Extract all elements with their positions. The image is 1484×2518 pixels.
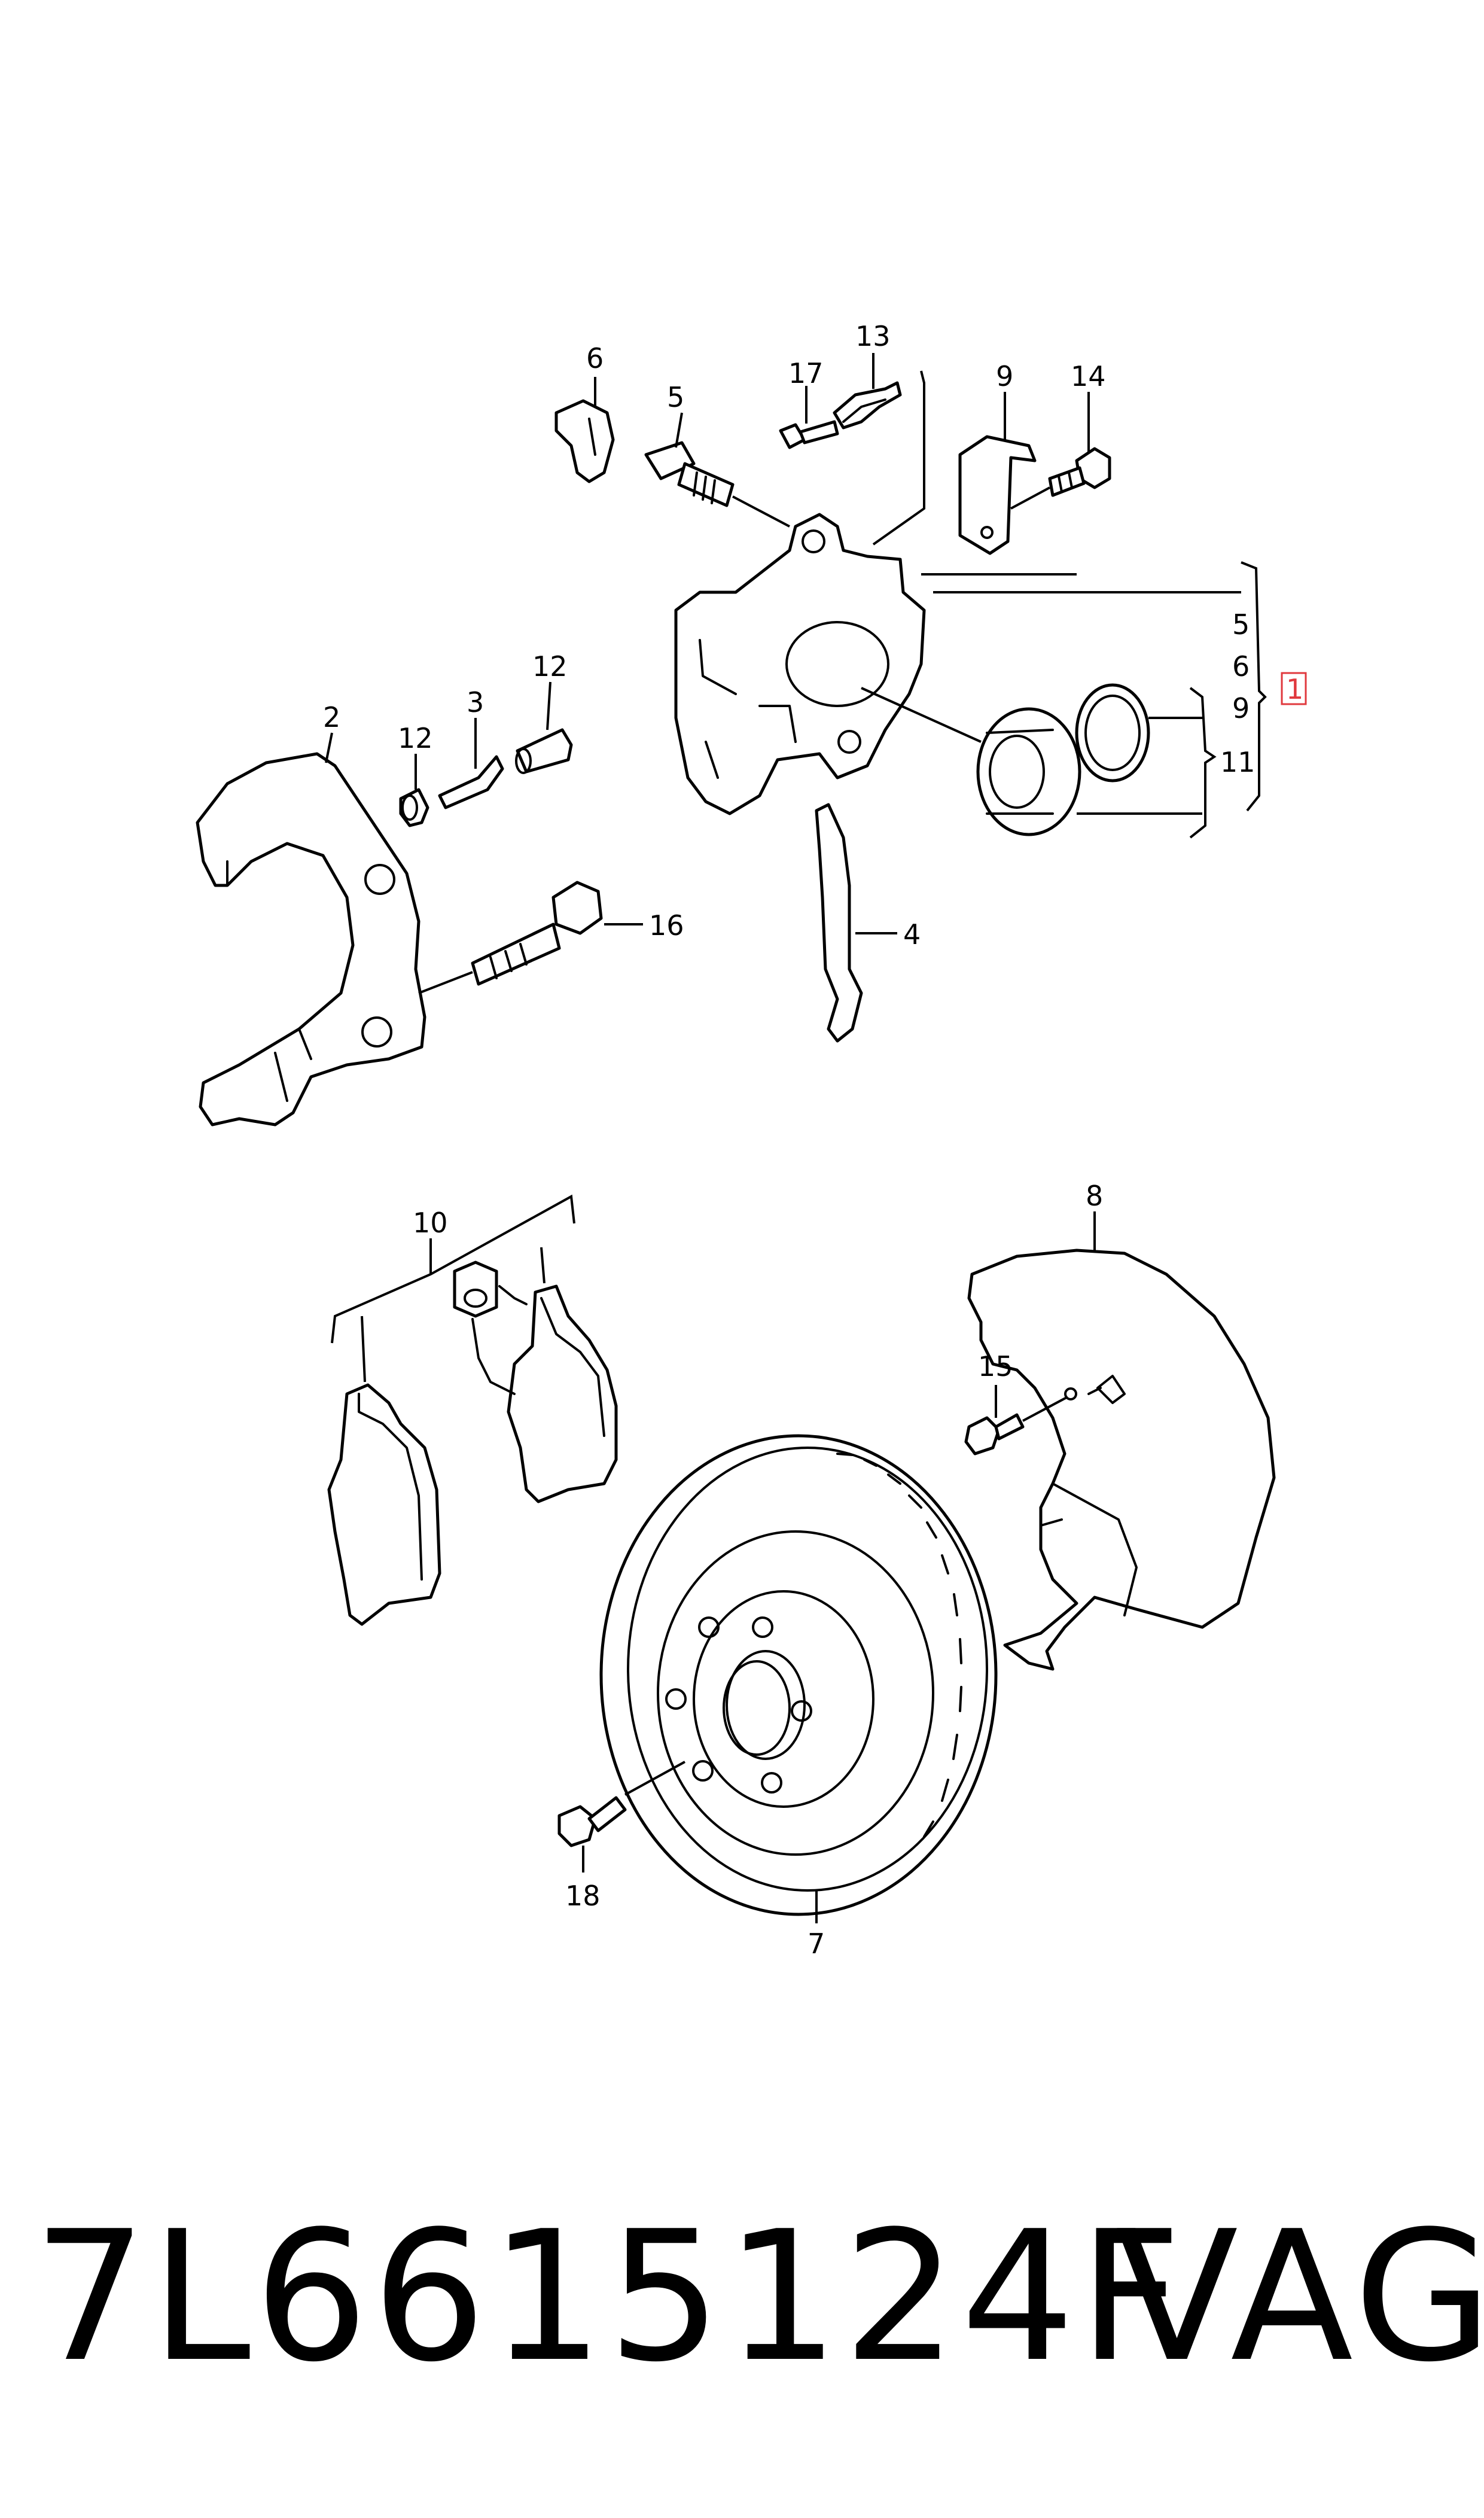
part-7-brake-disc [599, 1434, 998, 1916]
callout-group-5: 5 [1232, 608, 1250, 641]
callout-3: 3 [467, 686, 484, 718]
callout-6: 6 [586, 342, 604, 374]
leader-10-right-pad [540, 1247, 546, 1284]
brace-1 [1241, 561, 1267, 812]
part-3-guide-pin [438, 755, 504, 809]
part-12-bush-a [399, 788, 429, 827]
callout-18: 18 [565, 1880, 601, 1912]
leader-14-to-9 [1010, 486, 1050, 510]
callout-9: 9 [996, 360, 1013, 392]
part-13-clip [833, 381, 902, 430]
leader-5 [675, 412, 683, 448]
part-2-carrier [196, 752, 426, 1126]
part-11-seal [1075, 683, 1150, 783]
callout-1: 1 [1286, 673, 1303, 705]
part-5-bleeder-valve [644, 441, 735, 507]
part-9-bracket [958, 435, 1037, 555]
part-18-disc-screw [557, 1796, 627, 1847]
callout-12a: 12 [398, 722, 433, 754]
leader-18-to-disc [624, 1761, 685, 1796]
bracket-13 [872, 370, 925, 546]
callout-4: 4 [903, 918, 921, 951]
part-8-splash-shield [967, 1249, 1276, 1671]
part-6-bleeder-cap [554, 399, 615, 483]
callout-17: 17 [788, 357, 824, 389]
part-11-piston [976, 707, 1081, 836]
part-4-spring [815, 803, 863, 1043]
callout-13: 13 [855, 320, 891, 352]
callout-11: 11 [1220, 746, 1256, 778]
wear-sensor [453, 1260, 528, 1395]
part-number-label: 7L6615124F [33, 2193, 1186, 2401]
callout-1-highlight [1281, 672, 1307, 705]
callout-2: 2 [323, 701, 340, 733]
brand-label: VAG [1116, 2193, 1484, 2401]
callout-group-6: 6 [1232, 650, 1250, 683]
leader-12b [546, 681, 551, 730]
callout-8: 8 [1086, 1180, 1103, 1212]
callout-14: 14 [1071, 360, 1106, 392]
leader-5-to-caliper [732, 495, 790, 528]
part-12-cap-b [515, 728, 573, 774]
leader-caliper-to-piston [861, 687, 982, 743]
brace-11 [1189, 687, 1217, 839]
callout-5: 5 [667, 381, 684, 413]
part-14-bolt [1048, 447, 1111, 497]
callout-16: 16 [649, 909, 684, 942]
leader-2 [325, 732, 333, 763]
leader-15-to-shield [1022, 1396, 1068, 1422]
part-16-carrier-bolt [471, 881, 603, 986]
callout-15: 15 [978, 1350, 1013, 1383]
part-17-bolt [779, 420, 839, 449]
callout-10: 10 [413, 1207, 448, 1239]
leader-16-to-carrier [418, 971, 473, 994]
callout-group-9: 9 [1232, 692, 1250, 724]
brake-pad-inner [327, 1383, 441, 1626]
leader-10-left-pad [361, 1316, 366, 1383]
part-15-shield-bolt [964, 1413, 1025, 1456]
callout-7: 7 [807, 1928, 825, 1960]
callout-12b: 12 [532, 650, 568, 683]
brake-pad-outer [507, 1284, 618, 1503]
caliper-housing [674, 513, 926, 815]
